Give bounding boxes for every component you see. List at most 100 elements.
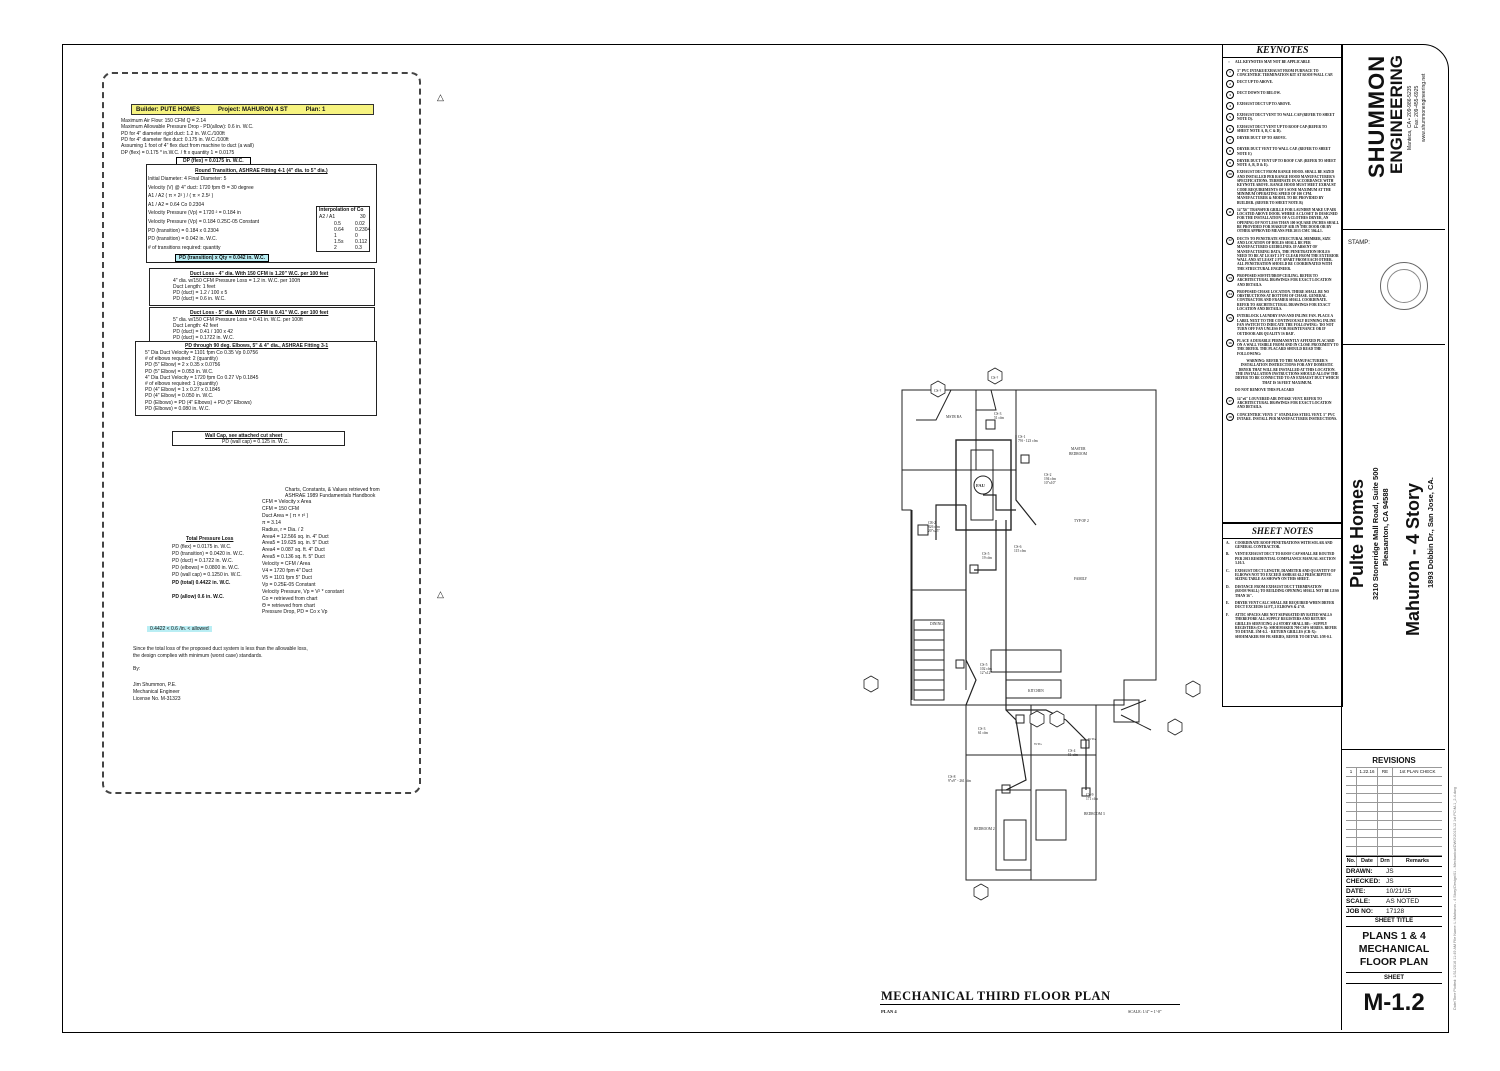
elbow-line: 4" Dia Duct Velocity = 1720 fpm Co 0.27 … (145, 374, 259, 381)
comparison: 0.4422 < 0.6 /in. < allowed (147, 626, 212, 632)
interp-title: Interpolation of Co (319, 207, 364, 213)
elbow-line: PD (4" Elbow) = 1 x 0.27 x 0.1845 (145, 387, 221, 394)
firm-name-2: ENGINEERING (1387, 54, 1406, 174)
svg-text:TYP OF 2: TYP OF 2 (1074, 519, 1089, 523)
firm-address: Manteca, CA • 209-986-5235 (1407, 85, 1413, 150)
revision-row: 1 1.22.16 RE 1st PLAN CHECK (1346, 767, 1442, 777)
svg-text:61 cfm: 61 cfm (978, 731, 988, 735)
revision-row (1346, 847, 1442, 856)
plan-value: 1 (322, 106, 326, 113)
engineer-stamp (1380, 262, 1428, 310)
calc-top-line: PD for 4" diameter flex duct: 0.175 in. … (121, 136, 229, 143)
sheet-title-1: PLANS 1 & 4 (1362, 929, 1426, 942)
duct5-line: Duct Length: 42 feet (173, 323, 219, 329)
scale-row: SCALE:AS NOTED (1346, 897, 1442, 907)
sheet-note-item: C. EXHAUST DUCT LENGTH, DIAMETER AND QUAN… (1223, 567, 1342, 583)
date-row: DATE:10/21/15 (1346, 887, 1442, 897)
formula-line: V5 = 1101 fpm 5" Duct (262, 574, 312, 581)
svg-text:20"x25": 20"x25" (928, 529, 940, 533)
sheet-note-letter: E. (1226, 600, 1230, 605)
keynote-number: 8 (1226, 147, 1234, 156)
svg-text:WTG: WTG (1034, 742, 1042, 746)
client-address: 3210 Stoneridge Mall Road, Suite 500 (1371, 467, 1380, 600)
signer-license: License No. M-31323 (133, 696, 181, 702)
svg-text:102 cfm: 102 cfm (980, 667, 992, 671)
sheet-note-text: EXHAUST DUCT LENGTH, DIAMETER AND QUANTI… (1235, 568, 1336, 582)
sheet-number: M-1.2 (1363, 988, 1425, 1016)
pd-allow: PD (allow) 0.6 in. W.C. (172, 594, 224, 600)
interp-cell: 0.64 (334, 227, 344, 233)
firm-website: www.shummonengineering.net (1421, 73, 1427, 142)
svg-text:10"x10": 10"x10" (1044, 481, 1056, 485)
svg-text:CS-4: CS-4 (1068, 749, 1076, 753)
keynote-number: 9 (1226, 158, 1234, 167)
plan-label: Plan: (305, 106, 321, 113)
sheet-note-letter: B. (1226, 552, 1230, 557)
job-row: JOB NO:17128 (1346, 907, 1442, 917)
duct4-line: PD (duct) = 1.2 / 100 x 5 (173, 290, 228, 296)
transition-line: A1 / A2 ( π × 2² ) / ( π × 2.5² ) (148, 193, 214, 200)
plan-subtitle: PLAN 4 (881, 1009, 897, 1014)
revision-empty-rows (1346, 776, 1442, 856)
svg-text:51 cfm: 51 cfm (1068, 753, 1078, 757)
interp-cell: 2 (334, 245, 337, 251)
calc-top-line: Maximum Allowable Pressure Drop - PD(all… (121, 124, 254, 131)
keynote-text: DUCTS TO PENETRATE STRUCTURAL MEMBER, SI… (1237, 236, 1339, 271)
keynote-number: 16 (1226, 338, 1234, 347)
svg-text:KITCHEN: KITCHEN (1028, 689, 1044, 693)
project-value: MAHURON 4 ST (242, 106, 288, 113)
formula-line: Area5 = 19.625 sq. in. 5" Duct (262, 540, 329, 547)
keynote-number: 2 (1226, 80, 1234, 89)
revision-row (1346, 785, 1442, 795)
svg-text:CR-2: CR-2 (928, 521, 936, 525)
formula-line: Pressure Drop, PD = Co x Vp (262, 609, 328, 616)
sheet-label: SHEET (1346, 973, 1442, 984)
sheet-note-letter: A. (1226, 540, 1230, 545)
revision-row (1346, 838, 1442, 848)
duct4-line: PD (duct) = 0.6 in. W.C. (173, 296, 226, 302)
sheet-note-text: DISTANCE FROM EXHAUST DUCT TERMINATION (… (1235, 584, 1339, 598)
formula-line: V4 = 1720 fpm 4" Duct (262, 568, 313, 574)
svg-text:FAU: FAU (976, 483, 986, 488)
formula-line: Θ = retrieved from chart (262, 602, 315, 609)
keynote-text: DRYER DUCT VENT UP TO ROOF CAP. (REFER T… (1237, 158, 1336, 168)
keynote-text: 3" PVC INTAKE/EXHAUST FROM FURNACE TO CO… (1237, 68, 1333, 77)
svg-text:BEDROOM: BEDROOM (1069, 452, 1088, 456)
keynote-number: 15 (1226, 314, 1234, 323)
svg-text:DINING: DINING (930, 622, 943, 626)
project-address: 1893 Dobbin Dr., San Jose, CA. (1426, 477, 1435, 588)
keynote-number: 17 (1226, 396, 1234, 405)
keynote-text: 14"x6" LOUVERED AIR INTAKE VENT. REFER T… (1237, 396, 1332, 410)
svg-text:CS-?: CS-? (934, 389, 942, 393)
keynote-number: 4 (1226, 102, 1234, 111)
formula-line: Co = retrieved from chart (262, 595, 318, 602)
svg-text:115 cfm: 115 cfm (1014, 549, 1026, 553)
signer-title: Mechanical Engineer (133, 689, 180, 695)
elbow-line: # of elbows required: 2 (quantity) (145, 356, 218, 363)
elbow-title: PD through 90 deg. Elbows, 5" & 4" dia.,… (185, 343, 329, 349)
svg-text:9"x9" - 261 cfm: 9"x9" - 261 cfm (948, 779, 971, 783)
keynote-number: 18 (1226, 412, 1234, 421)
sheet-note-item: F.ATTIC SPACES ARE NOT SEPARATED BY RATE… (1223, 611, 1342, 640)
sheet-note-text: COORDINATE ROOF PENETRATIONS WITH SOLAR … (1235, 540, 1333, 549)
keynotes-panel: KEYNOTES •ALL KEYNOTES MAY NOT BE APPLIC… (1222, 44, 1343, 523)
revision-row (1346, 811, 1442, 821)
total-title: Total Pressure Loss (186, 536, 234, 542)
conclusion-2: the design complies with minimum (worst … (133, 653, 263, 659)
formula-line: Velocity = CFM / Area (262, 561, 311, 568)
keynote-number: 6 (1226, 124, 1234, 133)
sheet-note-letter: C. (1226, 568, 1230, 573)
interp-cell: 0.2304 (355, 227, 371, 233)
revisions-table: REVISIONS 1 1.22.16 RE 1st PLAN CHECK No… (1346, 756, 1442, 1022)
keynote-number (1226, 388, 1232, 394)
formula-line: Velocity Pressure, Vp = V² * constant (262, 588, 344, 595)
elbow-line: PD (5" Elbow) = 2 x 0.35 x 0.0756 (145, 362, 221, 369)
duct4-title: Duct Loss - 4" dia. With 150 CFM is 1.20… (190, 271, 329, 277)
client-name: Pulte Homes (1347, 478, 1367, 588)
